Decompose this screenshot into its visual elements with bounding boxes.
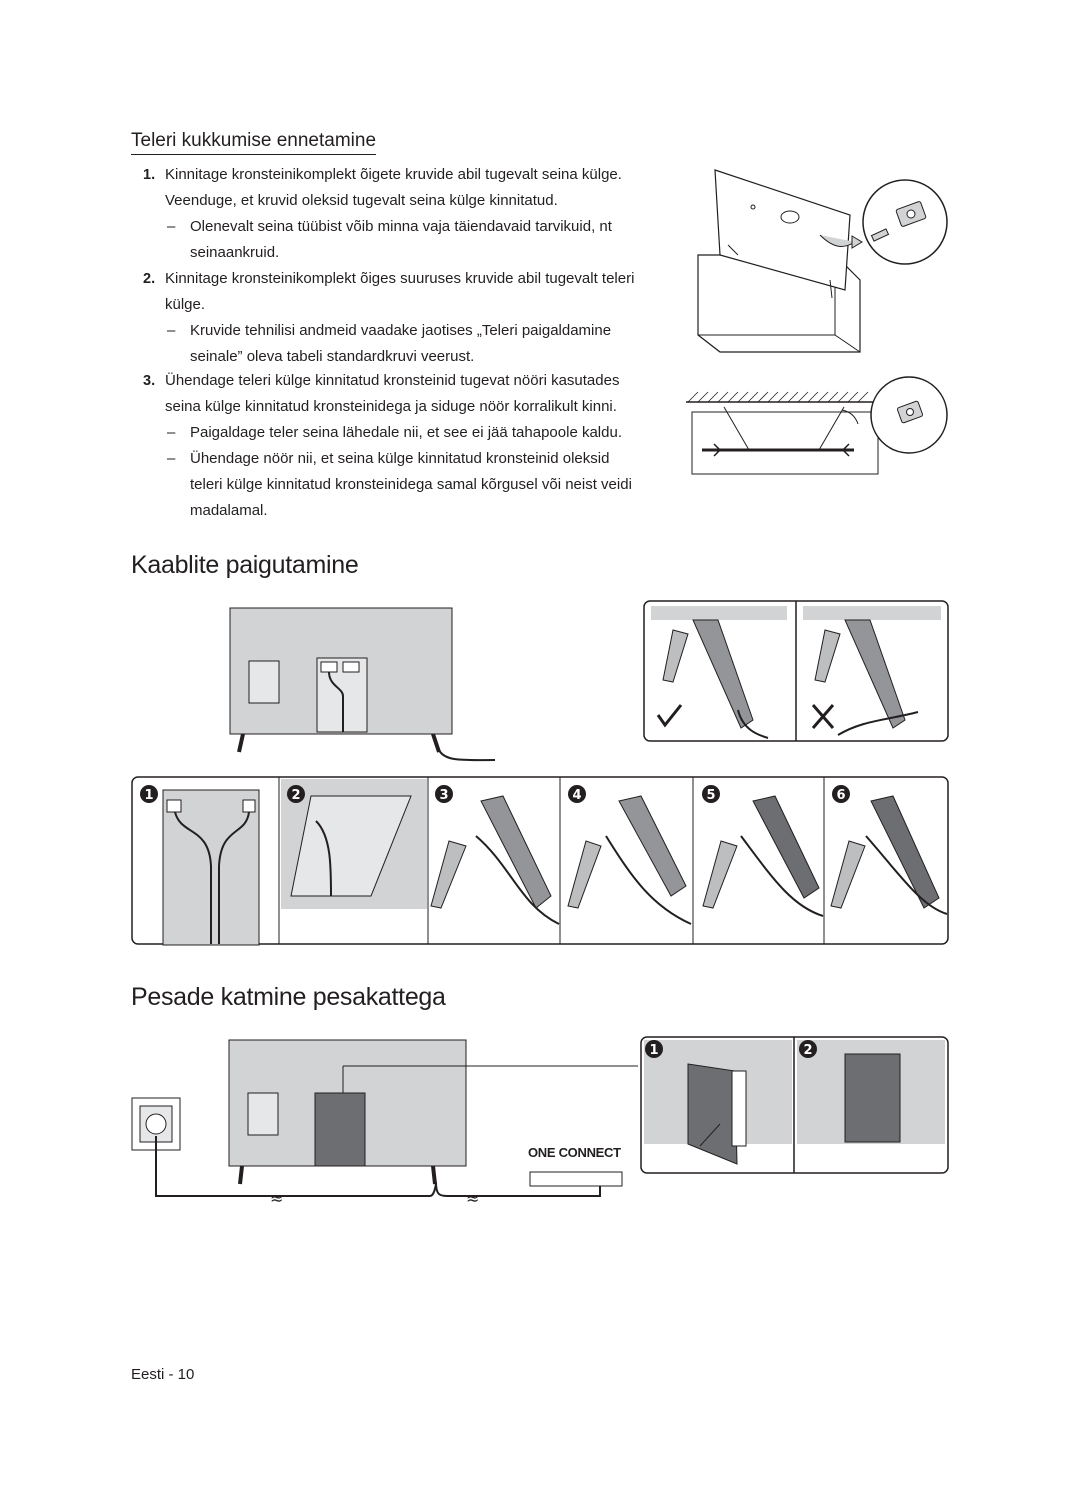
section-title-cover-sockets: Pesade katmine pesakattega [131, 983, 446, 1011]
item-line: Veenduge, et kruvid oleksid tugevalt sei… [165, 192, 558, 209]
step-badge-label: 1 [649, 1043, 658, 1058]
section-title-fall-prevention: Teleri kukkumise ennetamine [131, 130, 377, 155]
list-item: 2. Kinnitage kronsteinikomplekt õiges su… [143, 266, 683, 376]
item-number: 2. [143, 271, 156, 287]
page-number: Eesti - 10 [131, 1366, 195, 1383]
bullet-dash: – [167, 450, 176, 467]
item-subline: Paigaldage teler seina lähedale nii, et … [190, 424, 622, 441]
socket-cover-illustration: 1 2 [640, 1036, 949, 1174]
bullet-dash: – [167, 218, 176, 235]
wall-cord-illustration [686, 376, 948, 475]
section-title-cable-routing: Kaablite paigutamine [131, 551, 359, 579]
cover-step-badges: 1 2 [645, 1040, 817, 1058]
cable-steps-strip: 1 2 3 4 5 6 [131, 776, 949, 946]
item-subline: madalamal. [190, 502, 268, 519]
step-badges: 1 2 3 4 5 6 [140, 785, 850, 803]
list-item: 1. Kinnitage kronsteinikomplekt õigete k… [143, 162, 683, 272]
item-number: 3. [143, 373, 156, 389]
svg-text:≈: ≈ [466, 1189, 479, 1208]
one-connect-label: ONE CONNECT [528, 1145, 621, 1160]
item-subline: Ühendage nöör nii, et seina külge kinnit… [190, 450, 610, 467]
item-subline: Kruvide tehnilisi andmeid vaadake jaotis… [190, 322, 612, 339]
step-badge-label: 4 [572, 788, 581, 803]
stand-left [656, 619, 769, 739]
stand-right [811, 619, 919, 736]
tv-on-stand-illustration [697, 169, 948, 353]
item-number: 1. [143, 167, 156, 183]
tv-rear-cable-illustration [229, 607, 496, 762]
bullet-dash: – [167, 322, 176, 339]
item-line: Ühendage teleri külge kinnitatud kronste… [165, 372, 620, 389]
item-line: külge. [165, 296, 206, 313]
stand-correct-wrong-illustration [643, 600, 949, 742]
step-badge-label: 2 [291, 788, 300, 803]
item-subline: teleri külge kinnitatud kronsteinidega s… [190, 476, 632, 493]
svg-text:≈: ≈ [270, 1189, 283, 1208]
step-badge-label: 3 [439, 788, 448, 803]
step-badge-label: 5 [706, 788, 715, 803]
item-subline: seinaankruid. [190, 244, 280, 261]
step-badge-label: 1 [144, 788, 153, 803]
step-badge-label: 2 [803, 1043, 812, 1058]
item-line: Kinnitage kronsteinikomplekt õigete kruv… [165, 166, 622, 183]
item-subline: Olenevalt seina tüübist võib minna vaja … [190, 218, 612, 235]
tv-one-connect-illustration: ≈ ≈ [131, 1039, 638, 1208]
step-badge-label: 6 [836, 788, 845, 803]
item-line: Kinnitage kronsteinikomplekt õiges suuru… [165, 270, 635, 287]
list-item: 3. Ühendage teleri külge kinnitatud kron… [143, 368, 683, 528]
bullet-dash: – [167, 424, 176, 441]
item-subline: seinale” oleva tabeli standardkruvi veer… [190, 348, 475, 365]
item-line: seina külge kinnitatud kronsteinidega ja… [165, 398, 617, 415]
